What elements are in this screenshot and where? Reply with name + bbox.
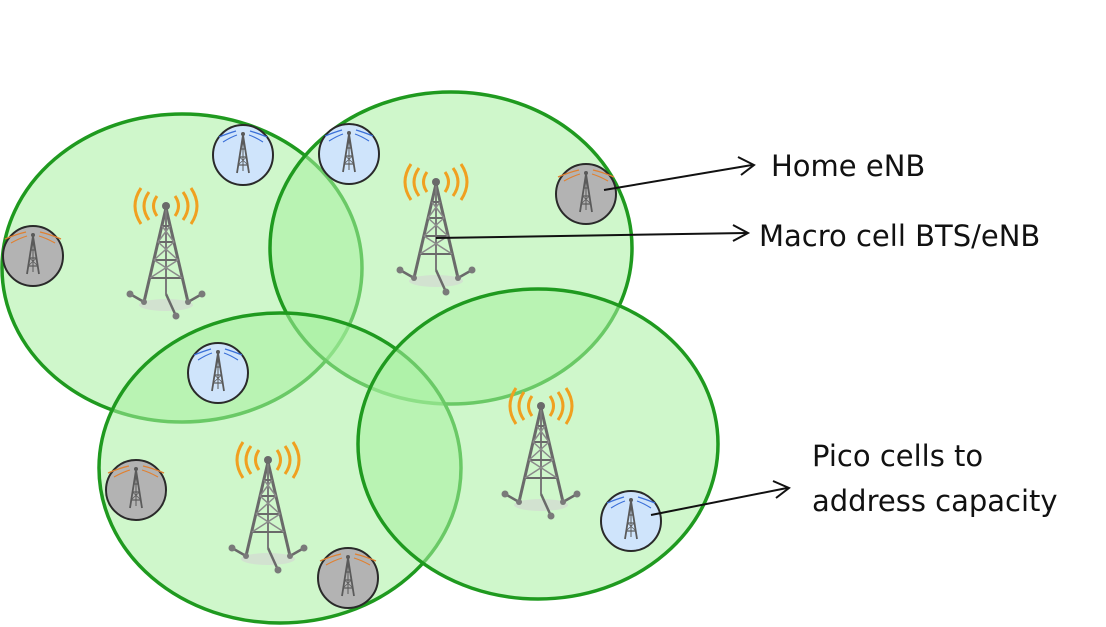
pico-cell-icon	[212, 124, 274, 186]
arrow-macro-cell	[435, 224, 751, 242]
home-enb-icon	[105, 459, 167, 521]
pico-cell-icon	[187, 342, 249, 404]
pico-cells-label-line2: address capacity	[812, 484, 1058, 518]
pico-cell-icon	[600, 490, 662, 552]
home-enb-icon	[317, 547, 379, 609]
pico-cells-label-line1: Pico cells to	[812, 439, 984, 473]
home-enb-icon	[555, 163, 617, 225]
home-enb-icon	[2, 225, 64, 287]
pico-cell-icon	[318, 123, 380, 185]
macro-cell-label: Macro cell BTS/eNB	[759, 219, 1041, 253]
coverage-cell-bottom-right	[356, 287, 720, 601]
arrow-home-enb	[603, 156, 756, 191]
arrow-pico-cell	[650, 480, 791, 516]
home-enb-label: Home eNB	[771, 149, 926, 183]
annotation-arrows	[435, 156, 791, 516]
